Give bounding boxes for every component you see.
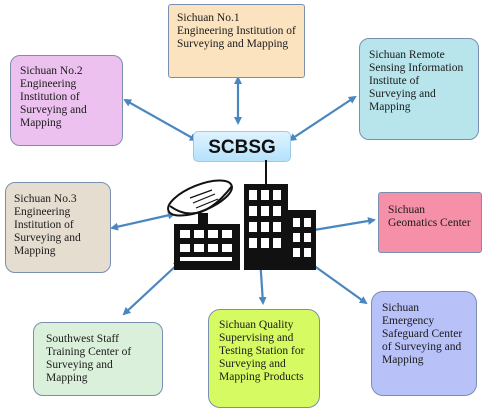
- node-no3-institution: Sichuan No.3 Engineering Institution of …: [5, 182, 111, 273]
- arrow-no2: [123, 99, 198, 141]
- node-label: Sichuan Geomatics Center: [388, 204, 471, 229]
- node-southwest-training-center: Southwest Staff Training Center of Surve…: [33, 322, 163, 396]
- arrow-southwest: [122, 260, 182, 316]
- node-remote-sensing-institute: Sichuan Remote Sensing Information Insti…: [359, 38, 479, 140]
- building-with-satellite-dish-icon: [167, 160, 316, 270]
- arrow-no3: [110, 211, 176, 231]
- tower-building-icon: [244, 160, 316, 270]
- node-label: Sichuan Quality Supervising and Testing …: [219, 319, 305, 383]
- satellite-dish-icon: [167, 179, 233, 227]
- node-label: Sichuan No.1 Engineering Institution of …: [177, 12, 296, 50]
- node-emergency-safeguard-center: Sichuan Emergency Safeguard Center of Su…: [371, 291, 477, 396]
- node-geomatics-center: Sichuan Geomatics Center: [378, 192, 482, 253]
- low-building-icon: [174, 224, 240, 270]
- node-label: Sichuan Remote Sensing Information Insti…: [369, 49, 464, 113]
- node-no1-institution: Sichuan No.1 Engineering Institution of …: [168, 4, 305, 78]
- scbsg-hub: SCBSG: [193, 131, 291, 162]
- node-label: Southwest Staff Training Center of Surve…: [46, 333, 132, 384]
- node-label: Sichuan No.2 Engineering Institution of …: [20, 65, 87, 129]
- node-no2-institution: Sichuan No.2 Engineering Institution of …: [10, 55, 123, 146]
- node-quality-station: Sichuan Quality Supervising and Testing …: [208, 309, 320, 408]
- node-label: Sichuan No.3 Engineering Institution of …: [14, 193, 81, 257]
- node-label: Sichuan Emergency Safeguard Center of Su…: [382, 302, 463, 366]
- arrow-remote: [288, 95, 357, 142]
